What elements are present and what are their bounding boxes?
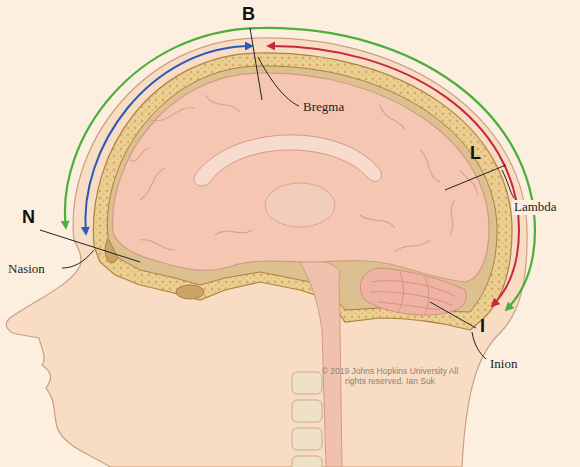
leader-line <box>502 170 514 198</box>
vertebra <box>292 400 322 422</box>
leader-line <box>258 57 299 106</box>
leader-lines <box>40 28 514 359</box>
green-arrow <box>65 28 535 310</box>
plane-line <box>445 165 506 190</box>
head-skin <box>6 38 527 467</box>
vertebra <box>292 456 322 467</box>
landmark-letter: L <box>470 143 481 164</box>
blue-arrow <box>85 46 252 234</box>
landmark-letter: B <box>242 4 255 25</box>
leader-line <box>472 332 486 359</box>
skull-spongy-texture <box>93 53 512 330</box>
leader-line <box>62 250 94 268</box>
landmark-name: Lambda <box>512 200 559 215</box>
vertebra <box>292 372 322 394</box>
landmark-letter: I <box>480 316 485 337</box>
brainstem <box>300 260 342 467</box>
landmark-letter: N <box>22 207 35 228</box>
plane-line <box>40 230 140 262</box>
landmark-name: Bregma <box>303 100 344 115</box>
red-arrow <box>268 46 519 306</box>
plane-line <box>250 28 262 100</box>
cranial-cavity <box>107 66 497 312</box>
copyright-watermark: © 2019 Johns Hopkins University All righ… <box>320 366 460 386</box>
landmark-name: Inion <box>490 357 517 372</box>
cerebrum <box>113 73 489 282</box>
skull-bone <box>93 53 512 330</box>
landmark-name: Nasion <box>8 262 45 277</box>
gyri <box>130 95 478 252</box>
vertebra <box>292 428 322 450</box>
thalamus <box>265 183 335 227</box>
sphenoid-sinus <box>176 285 204 299</box>
plane-line <box>430 302 476 328</box>
corpus-callosum <box>194 135 381 186</box>
cervical-spine <box>292 372 322 467</box>
